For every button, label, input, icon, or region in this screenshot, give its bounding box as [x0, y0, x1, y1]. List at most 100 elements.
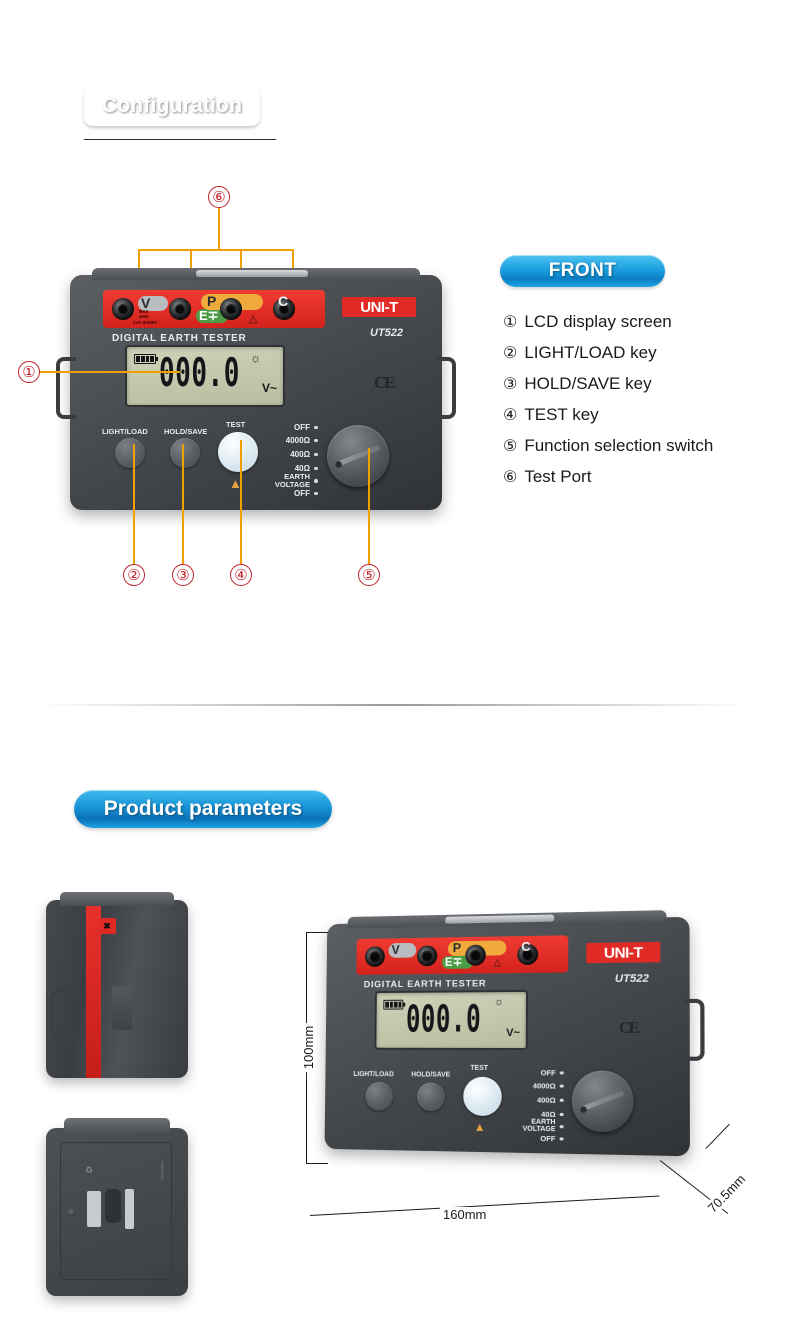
feature-label: HOLD/SAVE key [524, 374, 651, 394]
terminal-panel: V E∓ P C △ [356, 935, 568, 975]
terminal-jack-v[interactable] [112, 298, 134, 320]
callout-5: ⑤ [358, 564, 380, 586]
product-line-text: DIGITAL EARTH TESTER [112, 333, 247, 344]
callout-number: ⑥ [212, 188, 225, 207]
callout-3: ③ [172, 564, 194, 586]
ce-mark: CE [374, 373, 394, 393]
warning-triangle-icon: △ [494, 957, 502, 968]
screw-icon [68, 1209, 75, 1216]
configuration-underline [84, 139, 276, 140]
brand-logo-text: UNI-T [604, 944, 643, 962]
leader-line-6-stem [218, 208, 220, 250]
feature-label: LIGHT/LOAD key [524, 343, 656, 363]
dimension-label-width: 160mm [440, 1207, 489, 1222]
function-selection-switch[interactable] [327, 425, 389, 487]
front-badge: FRONT [500, 255, 665, 287]
dial-position-4000-ohm[interactable]: 4000Ω [252, 436, 318, 445]
callout-number: ③ [176, 566, 189, 585]
callout-number: ④ [234, 566, 247, 585]
model-number: UT522 [615, 973, 649, 986]
light-load-button-label: LIGHT/LOAD [102, 427, 148, 436]
warning-text: WARNING [160, 1161, 165, 1180]
brand-logo-text: UNI-T [360, 299, 398, 316]
lcd-display: ☼ 000.0 V~ [374, 990, 528, 1050]
device-handle-left [56, 357, 76, 419]
terminal-jack-p[interactable] [220, 298, 242, 320]
leader-line-3 [182, 444, 184, 564]
lcd-value: 000.0 [406, 997, 482, 1040]
dial-pointer [338, 445, 381, 466]
dial-position-400-ohm[interactable]: 400Ω [252, 450, 318, 459]
terminal-label-v: V [391, 942, 399, 957]
label-sticker-left [87, 1191, 101, 1227]
warning-triangle-icon: △ [249, 312, 257, 325]
dial-position-earth-voltage[interactable]: EARTH VOLTAGE [496, 1118, 564, 1134]
case-lid [60, 892, 174, 906]
lcd-value: 000.0 [159, 352, 240, 397]
feature-number: ③ [503, 374, 517, 394]
leader-line-5 [368, 448, 370, 564]
feature-number: ⑥ [503, 467, 517, 487]
terminal-jack-p[interactable] [465, 945, 486, 966]
callout-number: ⑤ [362, 566, 375, 585]
light-load-button-label: LIGHT/LOAD [353, 1071, 394, 1078]
list-item: ② LIGHT/LOAD key [503, 343, 783, 363]
light-load-button[interactable] [115, 438, 145, 468]
test-button-label: TEST [226, 420, 245, 429]
bulb-icon: ☼ [250, 351, 261, 365]
dial-position-earth-voltage[interactable]: EARTH VOLTAGE [250, 473, 318, 489]
feature-number: ① [503, 312, 517, 332]
list-item: ① LCD display screen [503, 312, 783, 332]
leader-line-1 [40, 371, 180, 373]
dial-position-off-bottom[interactable]: OFF [511, 1133, 563, 1143]
function-selection-switch[interactable] [572, 1070, 634, 1132]
dimension-tick-height-top [306, 932, 328, 933]
callout-6: ⑥ [208, 186, 230, 208]
terminal-label-c: C [278, 293, 288, 309]
dial-position-off-bottom[interactable]: OFF [266, 489, 318, 498]
battery-icon [134, 354, 156, 364]
feature-label: TEST key [524, 405, 598, 425]
terminal-label-c: C [521, 939, 530, 954]
configuration-badge: Configuration [84, 86, 260, 126]
dial-position-off-top[interactable]: OFF [512, 1068, 564, 1077]
test-button[interactable] [463, 1077, 502, 1116]
terminal-label-e: E∓ [199, 308, 219, 324]
feature-label: LCD display screen [524, 312, 671, 332]
callout-4: ④ [230, 564, 252, 586]
feature-label: Function selection switch [524, 436, 713, 456]
dial-position-400-ohm[interactable]: 400Ω [498, 1095, 564, 1105]
dimension-label-depth: 70.5mm [703, 1169, 751, 1218]
terminal-jack-e[interactable] [417, 945, 437, 966]
light-load-button[interactable] [365, 1082, 393, 1111]
configuration-badge-label: Configuration [102, 94, 242, 118]
hold-save-button[interactable] [170, 438, 200, 468]
lcd-unit: V~ [262, 381, 277, 395]
callout-2: ② [123, 564, 145, 586]
terminal-note-cat: CAT III 600V [133, 321, 157, 325]
case-latch [112, 986, 132, 1030]
front-feature-list: ① LCD display screen ② LIGHT/LOAD key ③ … [503, 312, 783, 498]
dimension-tick-height-bottom [306, 1163, 328, 1164]
leader-line-6-bus [138, 249, 294, 251]
terminal-jack-e[interactable] [169, 298, 191, 320]
terminal-jack-v[interactable] [365, 946, 385, 967]
feature-number: ④ [503, 405, 517, 425]
list-item: ⑤ Function selection switch [503, 436, 783, 456]
product-parameters-badge: Product parameters [74, 790, 332, 828]
front-badge-label: FRONT [549, 260, 616, 282]
test-button-label: TEST [470, 1065, 488, 1072]
leader-line-2 [133, 444, 135, 564]
dimension-tick-depth [705, 1124, 730, 1149]
terminal-label-e: E∓ [445, 955, 463, 969]
brand-logo: UNI-T [586, 942, 660, 963]
dial-position-off-top[interactable]: OFF [266, 423, 318, 432]
terminal-label-p: P [207, 293, 216, 309]
leader-line-4 [240, 440, 242, 564]
recycle-icon: ♻ [85, 1165, 93, 1176]
device-dimension-view: V E∓ P C △ DIGITAL EARTH TESTER UNI-T UT… [325, 917, 690, 1157]
hold-save-button[interactable] [417, 1082, 445, 1111]
hold-save-button-label: HOLD/SAVE [411, 1071, 450, 1078]
callout-1: ① [18, 361, 40, 383]
dial-position-4000-ohm[interactable]: 4000Ω [498, 1081, 564, 1091]
